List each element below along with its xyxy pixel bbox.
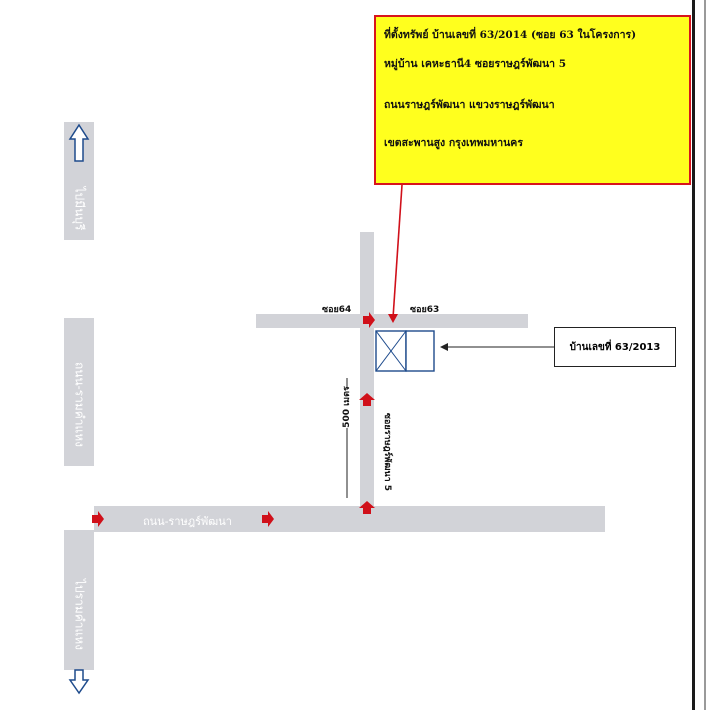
callout-pointer: [388, 184, 403, 323]
callout-line-1: ที่ตั้งทรัพย์ บ้านเลขที่ 63/2014 (ซอย 63…: [384, 29, 637, 41]
down-arrow-icon: [68, 669, 90, 695]
road-soi-vertical: [360, 232, 374, 506]
page-edge-line-secondary: [704, 0, 706, 710]
road-left-middle: [64, 318, 94, 466]
house-pointer: [440, 343, 554, 351]
soi-64-label: ซอย64: [322, 305, 352, 315]
up-arrow-icon: [68, 123, 90, 162]
house-icon: [375, 330, 435, 372]
house-label-box: บ้านเลขที่ 63/2013: [554, 327, 676, 367]
road-left-bottom: [64, 530, 94, 670]
callout-line-3: ถนนราษฎร์พัฒนา แขวงราษฎร์พัฒนา: [384, 99, 555, 111]
page-edge-line: [692, 0, 695, 710]
red-arrow-icon: [92, 312, 375, 527]
property-callout: ที่ตั้งทรัพย์ บ้านเลขที่ 63/2014 (ซอย 63…: [374, 15, 691, 185]
callout-line-2: หมู่บ้าน เคหะธานี4 ซอยราษฎร์พัฒนา 5: [384, 58, 567, 70]
soi-63-label: ซอย63: [410, 305, 440, 315]
road-main-horizontal: [94, 506, 605, 532]
road-label-main: ถนน-ราษฎร์พัฒนา: [143, 515, 232, 528]
callout-line-4: เขตสะพานสูง กรุงเทพมหานคร: [384, 137, 523, 149]
